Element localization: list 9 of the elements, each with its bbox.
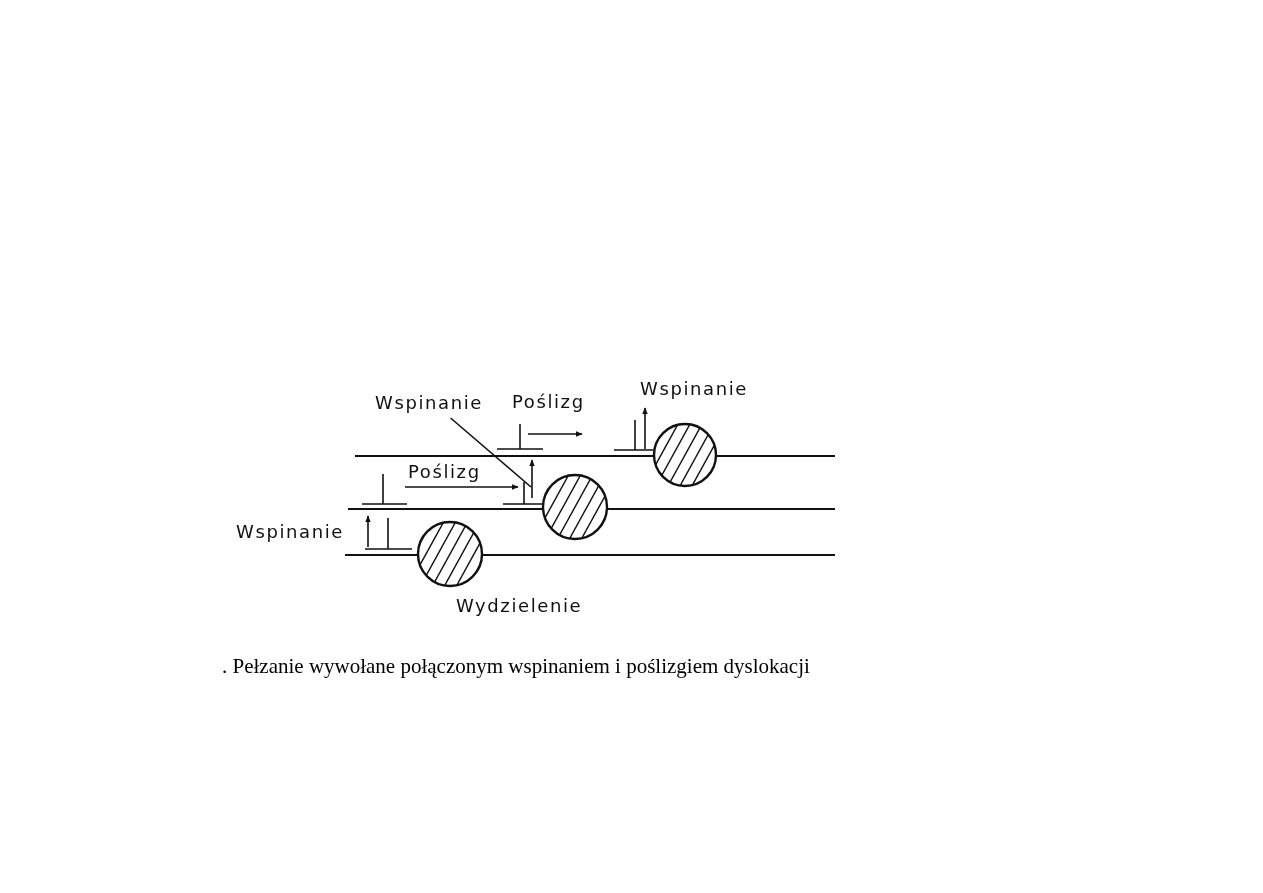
direction-arrow bbox=[529, 459, 535, 499]
climb-label: Wspinanie bbox=[236, 523, 344, 541]
climb-label: Wspinanie bbox=[640, 380, 748, 398]
slip-label: Poślizg bbox=[408, 463, 481, 481]
figure-caption: . Pełzanie wywołane połączonym wspinaniem i poślizgiem dyslokacji bbox=[222, 656, 810, 677]
climb-label: Wspinanie bbox=[375, 394, 483, 412]
slip-label: Poślizg bbox=[512, 393, 585, 411]
precipitate-label: Wydzielenie bbox=[456, 597, 583, 615]
leader-line bbox=[449, 417, 532, 488]
